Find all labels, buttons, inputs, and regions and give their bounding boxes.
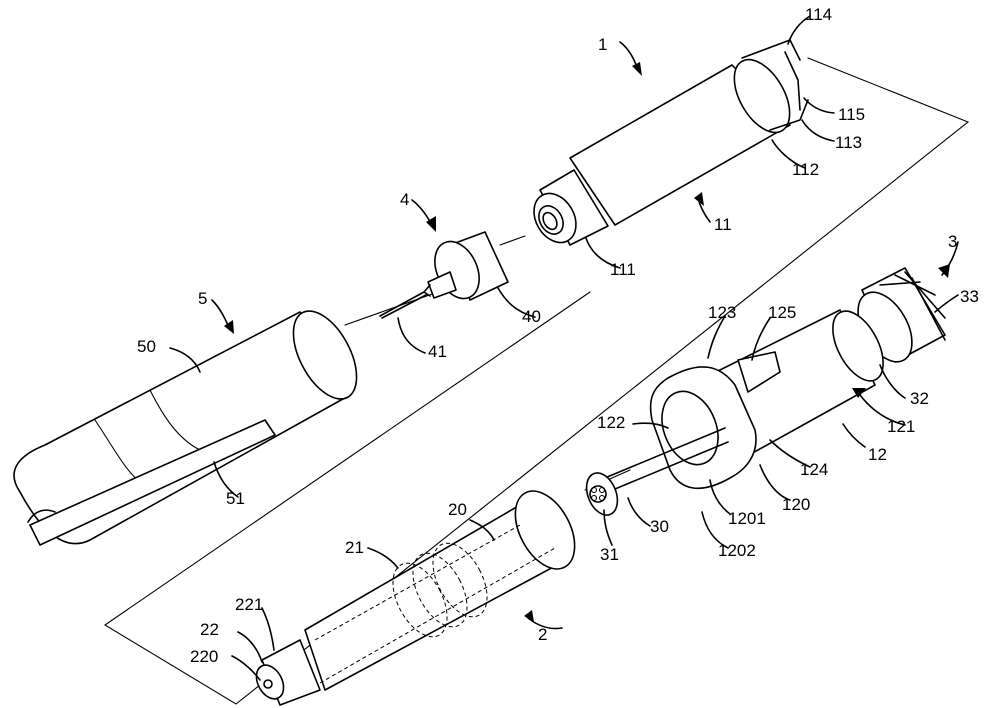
label-112: 112 [792,160,819,179]
label-2: 2 [538,625,547,644]
label-30: 30 [650,517,669,536]
label-40: 40 [522,307,541,326]
label-113: 113 [835,133,862,152]
label-22: 22 [200,620,219,639]
syringe-body-component-12 [581,303,894,520]
label-122: 122 [597,413,625,432]
label-114: 114 [805,5,832,24]
label-50: 50 [137,337,156,356]
label-1202: 1202 [718,541,756,560]
label-20: 20 [448,500,467,519]
label-5: 5 [198,289,207,308]
label-221: 221 [235,595,263,614]
cartridge-component-2 [251,481,587,705]
label-1201: 1201 [728,509,766,528]
label-12: 12 [868,445,887,464]
label-125: 125 [768,303,796,322]
label-11: 11 [714,215,732,234]
label-3: 3 [948,232,957,251]
label-33: 33 [960,287,979,306]
label-21: 21 [345,538,364,557]
label-51: 51 [226,489,245,508]
label-121: 121 [887,417,915,436]
label-115: 115 [838,105,865,124]
needle-hub-component-4 [380,232,508,318]
label-1: 1 [598,35,607,54]
label-220: 220 [190,647,218,666]
label-41: 41 [428,342,447,361]
label-31: 31 [600,545,619,564]
barrel-component-1 [526,40,808,250]
label-4: 4 [400,190,409,209]
label-123: 123 [708,303,736,322]
label-111: 111 [610,260,636,279]
cap-component-5 [14,301,370,545]
label-124: 124 [800,460,828,479]
label-120: 120 [782,495,810,514]
label-32: 32 [910,389,929,408]
